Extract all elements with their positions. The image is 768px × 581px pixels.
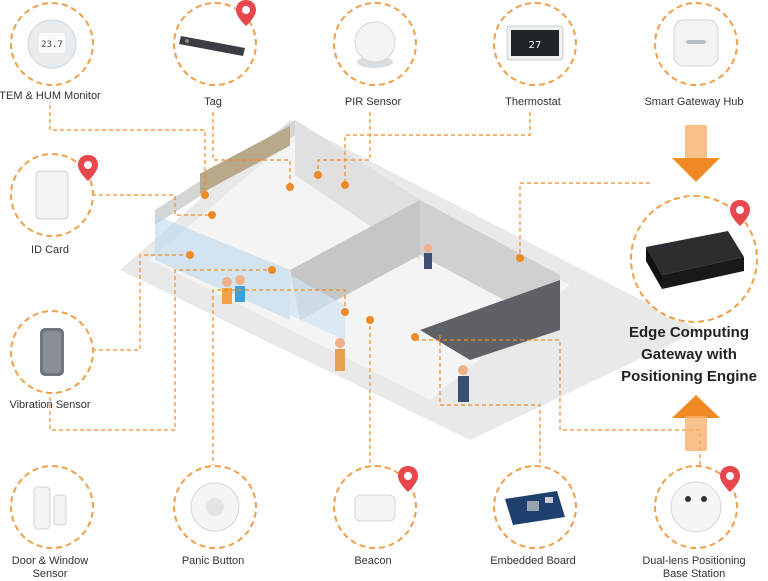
location-pin-icon — [398, 466, 418, 492]
edge-gateway-node[interactable] — [630, 195, 758, 323]
dual-lens-label-line2: Base Station — [662, 568, 726, 580]
thermostat-icon: 27 — [506, 25, 564, 61]
location-pin-icon — [78, 155, 98, 181]
gateway-hub-icon — [673, 19, 719, 67]
tag-node[interactable] — [173, 2, 257, 86]
pir-label: PIR Sensor — [344, 96, 402, 108]
vibration-node[interactable] — [10, 310, 94, 394]
id-card-node[interactable] — [10, 153, 94, 237]
dual-lens-label-line1: Dual-lens Positioning — [642, 555, 746, 567]
edge-gateway-title-line2: Gateway with — [641, 346, 737, 363]
arrow-up-icon — [672, 395, 720, 451]
vibration-label: Vibration Sensor — [9, 399, 91, 411]
door-window-node[interactable] — [10, 465, 94, 549]
people — [222, 244, 469, 402]
gateway-hub-label: Smart Gateway Hub — [644, 96, 744, 108]
location-pin-icon — [236, 0, 256, 26]
door-window-label-line2: Sensor — [32, 568, 68, 580]
edge-gateway-icon — [646, 231, 744, 289]
vibration-sensor-icon — [40, 328, 64, 376]
tag-label: Tag — [204, 96, 222, 108]
pir-sensor-icon — [354, 21, 396, 68]
dual-lens-label: Dual-lens Positioning Base Station — [624, 555, 764, 581]
door-window-label-line1: Door & Window — [11, 555, 89, 567]
dual-lens-node[interactable] — [654, 465, 738, 549]
pir-node[interactable] — [333, 2, 417, 86]
embedded-board-icon — [505, 491, 565, 525]
panic-label: Panic Button — [181, 555, 245, 567]
dual-lens-base-station-icon — [670, 481, 722, 533]
id-card-label: ID Card — [31, 244, 69, 256]
beacon-icon — [354, 494, 396, 522]
panic-node[interactable] — [173, 465, 257, 549]
id-card-icon — [35, 170, 69, 220]
tag-icon — [179, 36, 245, 56]
door-window-label: Door & Window Sensor — [0, 555, 120, 581]
location-pin-icon — [720, 466, 740, 492]
thermostat-node[interactable]: 27 — [493, 2, 577, 86]
svg-text:23.7: 23.7 — [41, 40, 63, 50]
thermo-hygrometer-icon: 23.7 — [27, 19, 77, 69]
embedded-label: Embedded Board — [490, 555, 576, 567]
beacon-label: Beacon — [354, 555, 392, 567]
location-pin-icon — [730, 200, 750, 226]
arrow-down-icon — [672, 125, 720, 182]
svg-text:27: 27 — [529, 40, 542, 51]
door-window-sensor-icon — [33, 486, 67, 530]
panic-button-icon — [190, 482, 240, 532]
edge-gateway-title-line1: Edge Computing — [629, 324, 749, 341]
tem-hum-label: TEM & HUM Monitor — [0, 90, 101, 102]
gateway-hub-node[interactable] — [654, 2, 738, 86]
embedded-node[interactable] — [493, 465, 577, 549]
thermostat-label: Thermostat — [505, 96, 561, 108]
connector-nodes — [186, 171, 524, 341]
edge-gateway-title-line3: Positioning Engine — [621, 368, 757, 385]
tem-hum-node[interactable]: 23.7 — [10, 2, 94, 86]
edge-gateway-title: Edge Computing Gateway with Positioning … — [614, 322, 764, 388]
